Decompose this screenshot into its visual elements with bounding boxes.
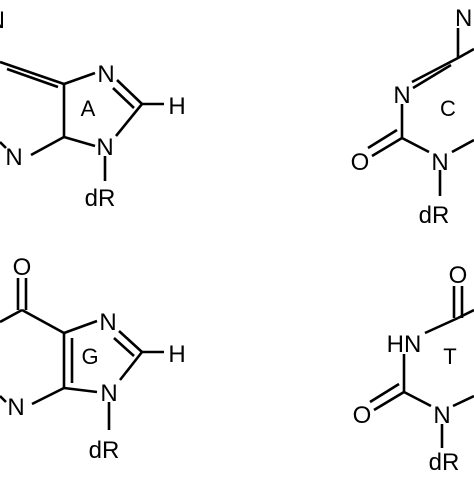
adenine-bond (63, 135, 96, 148)
thymine-atom-o4: O (449, 262, 468, 289)
thymine-atom-n1: N (433, 402, 450, 429)
thymine-bond (424, 316, 459, 335)
thymine-ring-label: T (443, 344, 456, 369)
adenine-bond (30, 135, 65, 157)
adenine-bond (112, 87, 135, 109)
guanine-bond (113, 337, 135, 357)
guanine-bond (0, 308, 23, 324)
cytosine-bond (371, 136, 403, 158)
cytosine-bond (411, 56, 459, 84)
guanine-bond (63, 386, 98, 394)
thymine-atom-hn3: HN (387, 331, 422, 358)
guanine-bond (31, 386, 65, 406)
cytosine-atom-amino: NH (455, 5, 474, 32)
adenine-atom-n3: N (5, 144, 22, 171)
adenine-atom-dr: dR (85, 185, 116, 212)
cytosine-atom-n1: N (431, 149, 448, 176)
guanine-structure: O N H N N dR G (0, 254, 186, 464)
thymine-structure: O HN O N dR T (353, 262, 474, 476)
guanine-atom-n3: N (7, 394, 24, 421)
thymine-bond (457, 308, 474, 320)
cytosine-bond (401, 136, 430, 154)
adenine-atom-n9: N (96, 134, 113, 161)
cytosine-bond (367, 128, 398, 150)
adenine-atom-n7: N (97, 61, 114, 88)
guanine-atom-o6: O (13, 254, 32, 281)
guanine-bond (21, 308, 65, 335)
thymine-bond (373, 390, 405, 412)
guanine-bond (0, 395, 7, 403)
cytosine-atom-n3: N (393, 82, 410, 109)
cytosine-structure: NH N O N dR C (351, 5, 474, 229)
adenine-bond (0, 141, 7, 149)
cytosine-ring-label: C (440, 96, 456, 121)
thymine-bond (452, 394, 474, 408)
guanine-bond (63, 319, 98, 335)
guanine-atom-dr: dR (89, 437, 120, 464)
guanine-atom-n9: N (100, 380, 117, 407)
thymine-bond (403, 390, 432, 408)
adenine-bond (6, 67, 59, 89)
adenine-bond (63, 71, 96, 86)
cytosine-bond (457, 47, 474, 60)
guanine-bond (118, 330, 143, 353)
thymine-atom-o2: O (353, 402, 372, 429)
adenine-bond (114, 103, 144, 137)
adenine-bond (116, 79, 143, 105)
guanine-ring-label: G (81, 344, 98, 369)
adenine-bond (0, 60, 65, 86)
guanine-bond (118, 351, 144, 381)
cytosine-bond (412, 63, 452, 90)
cytosine-atom-o2: O (351, 149, 370, 176)
adenine-atom-h8: H (168, 93, 185, 120)
adenine-atom-n: N (0, 7, 5, 34)
adenine-structure: N N H N N dR A (0, 7, 186, 212)
guanine-atom-n7: N (99, 309, 116, 336)
adenine-ring-label: A (81, 96, 96, 121)
thymine-atom-dr: dR (429, 449, 460, 474)
thymine-bond (369, 382, 400, 404)
cytosine-bond (451, 138, 474, 154)
cytosine-atom-dr: dR (419, 202, 450, 229)
guanine-atom-h8: H (168, 341, 185, 368)
